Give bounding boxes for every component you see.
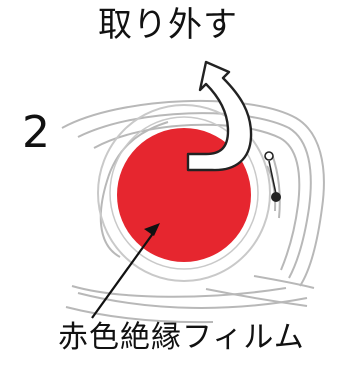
indicator-mark (264, 151, 281, 202)
step-number: 2 (22, 107, 50, 158)
red-insulating-film-label: 赤色絶縁フィルム (58, 320, 305, 355)
device-shell (61, 99, 325, 324)
pointer-arrow-icon (91, 223, 160, 319)
curved-arrow-icon (186, 60, 253, 172)
battery-ring-outer (97, 104, 271, 282)
remove-label: 取り外す (98, 5, 238, 45)
battery-ring-inner (109, 116, 259, 270)
